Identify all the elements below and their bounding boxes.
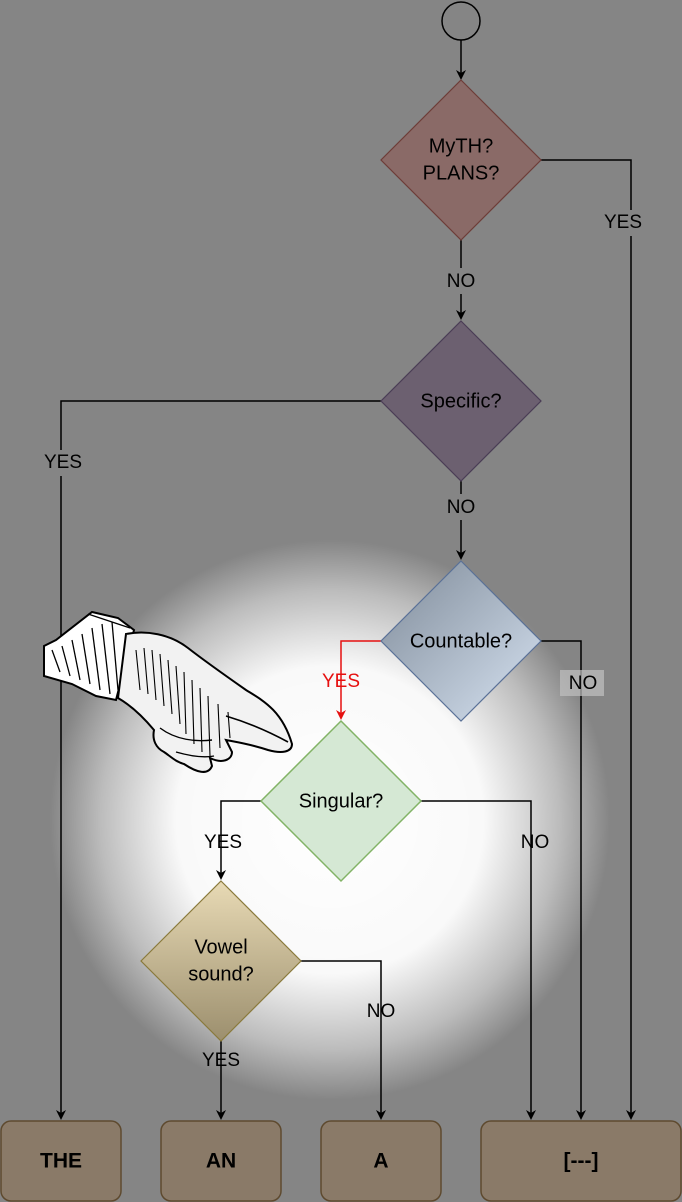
decision-countable: [380, 560, 542, 722]
outcome-an-label: AN: [206, 1150, 236, 1173]
decision-specific-label: Specific?: [420, 390, 501, 412]
edge-specific-yes: [56, 400, 381, 1120]
edge-label-vowel-no: NO: [367, 1001, 396, 1022]
edge-label-countable-yes: YES: [322, 671, 360, 692]
decision-myth-line2: PLANS?: [423, 162, 500, 184]
edge-label-myth-no: NO: [447, 271, 476, 292]
start-node: [441, 1, 481, 41]
edge-countable-no: [541, 640, 586, 1120]
edge-label-backgrounds: [38, 210, 648, 696]
edge-label-vowel-yes: YES: [202, 1050, 240, 1071]
decision-myth-line1: MyTH?: [429, 135, 493, 157]
edge-label-singular-yes: YES: [204, 832, 242, 853]
edge-vowel-no: [301, 960, 386, 1120]
outcome-a-label: A: [373, 1150, 388, 1173]
decision-specific: [380, 320, 542, 482]
edge-label-singular-no: NO: [521, 832, 550, 853]
edge-label-specific-no: NO: [447, 497, 476, 518]
outcome-the-box: [0, 1120, 122, 1202]
decision-myth-plans: [380, 79, 542, 241]
edge-label-myth-yes: YES: [604, 212, 642, 233]
edge-label-countable-no: NO: [569, 673, 598, 694]
outcome-an-box: [160, 1120, 282, 1202]
outcome-none-box: [480, 1120, 682, 1202]
decision-vowel-line1: Vowel: [194, 936, 247, 958]
edge-countable-yes-highlighted: [336, 640, 381, 720]
outcome-a-box: [320, 1120, 442, 1202]
decision-countable-label: Countable?: [410, 630, 512, 652]
decision-singular-label: Singular?: [299, 790, 384, 812]
decision-singular: [259, 719, 423, 883]
edge-myth-yes: [541, 159, 636, 1120]
edge-singular-no: [421, 800, 536, 1120]
outcome-none-label: [---]: [564, 1150, 599, 1173]
edge-label-specific-yes: YES: [44, 452, 82, 473]
pointing-hand-icon: [43, 610, 294, 773]
outcome-the-label: THE: [40, 1150, 82, 1173]
decision-vowel-line2: sound?: [188, 963, 254, 985]
decision-vowel-sound: [140, 880, 302, 1042]
edge-singular-yes: [216, 800, 261, 880]
